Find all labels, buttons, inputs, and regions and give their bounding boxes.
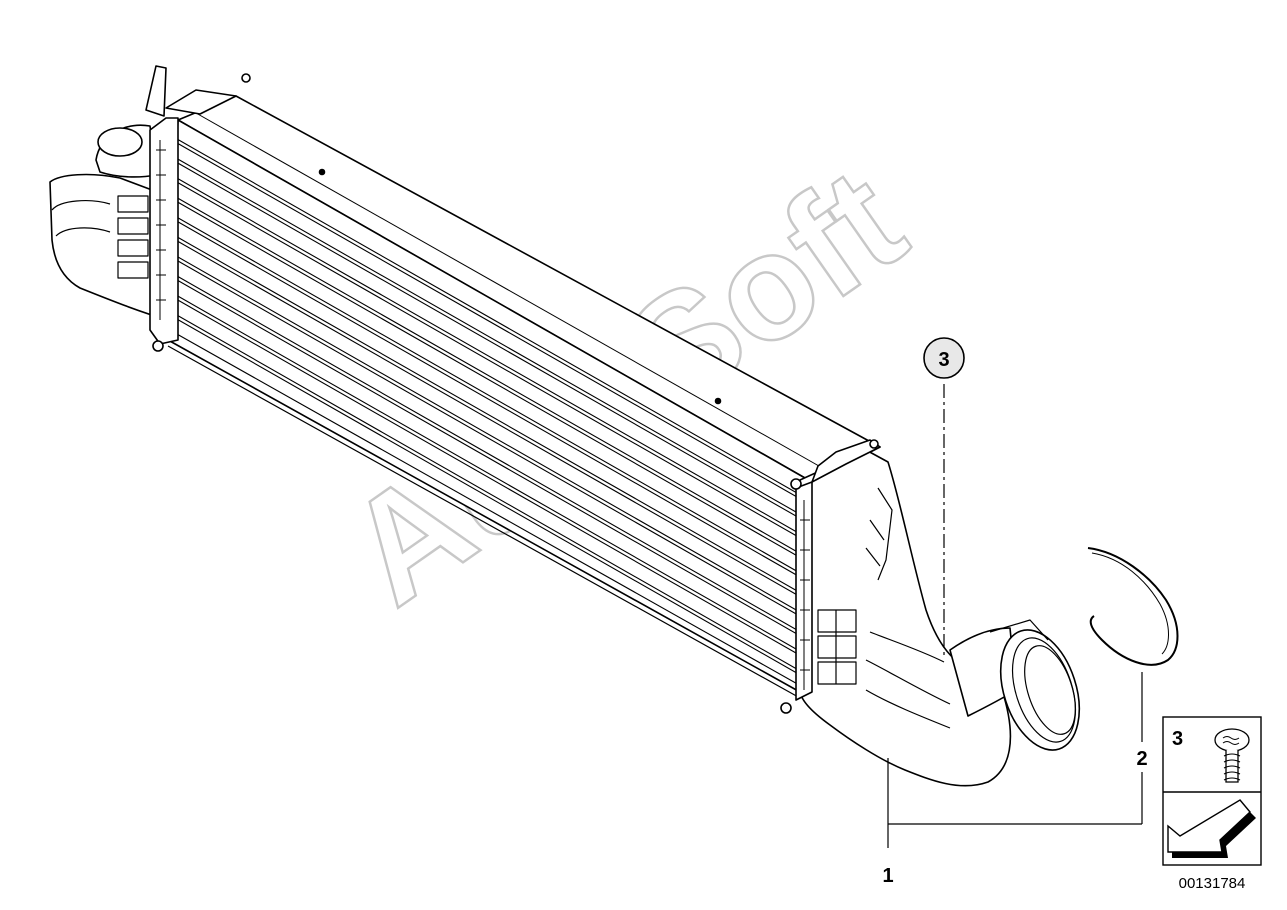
leader-lines — [887, 384, 1143, 848]
legend-callout-3: 3 — [1172, 728, 1183, 750]
spring-clip — [1087, 547, 1179, 666]
left-end-tank — [49, 65, 251, 352]
direction-arrow-icon — [1167, 799, 1256, 858]
document-number: 00131784 — [1179, 875, 1246, 892]
callout-1: 1 — [882, 865, 893, 887]
callout-circle-3 — [923, 337, 965, 379]
spring-clip-inner — [1091, 552, 1169, 655]
right-end-tank — [780, 439, 1081, 787]
callout-3: 3 — [938, 349, 949, 371]
legend-box: 3 — [1162, 716, 1262, 866]
screw-icon — [1214, 728, 1250, 783]
callout-2: 2 — [1136, 748, 1147, 770]
intercooler-core — [167, 95, 881, 699]
